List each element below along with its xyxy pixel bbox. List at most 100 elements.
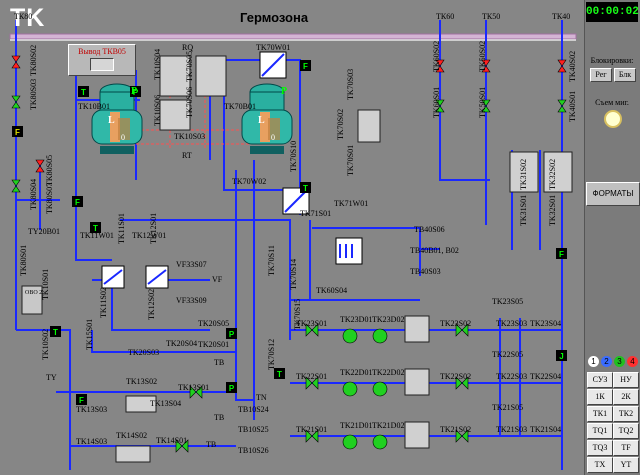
function-button[interactable]: НУ	[613, 372, 639, 388]
tab-2[interactable]: 2	[601, 356, 612, 367]
equipment-label: TK23D02	[372, 315, 405, 324]
equipment-label: VF33S09	[176, 296, 207, 305]
equipment-label: TK70W02	[232, 177, 267, 186]
equipment-label-vertical: TK12S01	[149, 212, 158, 244]
equipment-label: TK22D02	[372, 368, 405, 377]
tank-level-value: 0	[271, 133, 275, 142]
equipment-label-vertical: TK70S11	[267, 245, 276, 276]
formaty-button[interactable]: ФОРМАТЫ	[586, 182, 640, 206]
function-button[interactable]: YT	[613, 457, 639, 473]
svg-text:F: F	[15, 128, 20, 137]
equipment-label: TK22S04	[530, 372, 562, 381]
equipment-label: TN	[256, 393, 267, 402]
equipment-label-vertical: TK80S04	[29, 178, 38, 210]
equipment-label-vertical: TK40S02	[568, 50, 577, 82]
svg-text:F: F	[75, 198, 80, 207]
equipment-label: TB40B01, B02	[410, 246, 459, 255]
equipment-label-vertical: TK60S02	[432, 40, 441, 72]
svg-text:F: F	[303, 62, 308, 71]
equipment-label-vertical: TK80S02	[29, 44, 38, 76]
equipment-label: ТК60	[436, 12, 455, 21]
equipment-label-vertical: TK31S02	[519, 158, 528, 190]
equipment-label: TY	[46, 373, 57, 382]
svg-text:J: J	[559, 352, 563, 361]
equipment-label: RQ	[182, 43, 194, 52]
vyvod-switch[interactable]	[90, 58, 114, 71]
function-button[interactable]: TQ1	[587, 423, 613, 439]
function-button[interactable]: 2К	[613, 389, 639, 405]
function-button[interactable]: ТК1	[587, 406, 613, 422]
equipment-label: TB10S26	[238, 446, 269, 455]
equipment-label-vertical: TK10S04	[153, 48, 162, 80]
vyvod-tkb05-button[interactable]: Вывод ТКВ05	[68, 44, 136, 76]
equipment-label: ТК40	[552, 12, 571, 21]
equipment-label-vertical: TK70S14	[289, 258, 298, 290]
equipment-label-vertical: TK70S06	[185, 86, 194, 118]
equipment-label: TK13S04	[150, 399, 182, 408]
equipment-label-vertical: TK10S01	[41, 268, 50, 300]
equipment-label-vertical: TK70S10	[289, 140, 298, 172]
equipment-label-vertical: TK80S07	[45, 182, 54, 214]
equipment-label: TK20S04	[166, 339, 198, 348]
equipment-label: TK21D01	[340, 421, 373, 430]
equipment-label-vertical: TK40S01	[568, 90, 577, 122]
equipment-label: TK20S01	[198, 340, 230, 349]
tab-4[interactable]: 4	[627, 356, 638, 367]
clock-display: 00:00:02	[586, 2, 639, 22]
function-button[interactable]: TX	[587, 457, 613, 473]
equipment-label: TK22S01	[296, 372, 328, 381]
equipment-label: TK11W01	[80, 231, 114, 240]
equipment-label: TK12W01	[132, 231, 167, 240]
equipment-label: TK14S03	[76, 437, 108, 446]
equipment-label-vertical: TK70S02	[336, 108, 345, 140]
equipment-label-vertical: TK32S01	[548, 194, 557, 226]
function-button[interactable]: ТК2	[613, 406, 639, 422]
function-button[interactable]: TQ2	[613, 423, 639, 439]
function-button[interactable]: TF	[613, 440, 639, 456]
tab-3[interactable]: 3	[614, 356, 625, 367]
zone-title: Гермозона	[240, 10, 309, 25]
equipment-label: TB40S06	[414, 225, 445, 234]
tank-pressure-mark: P	[281, 86, 288, 97]
blk-button[interactable]: Блк	[614, 68, 636, 82]
equipment-label: TK20S03	[128, 348, 160, 357]
tab-1[interactable]: 1	[588, 356, 599, 367]
sem-mig-label: Съем миг.	[595, 98, 629, 107]
svg-text:T: T	[93, 224, 98, 233]
sem-mig-indicator[interactable]	[604, 110, 622, 128]
tank-pressure-mark: P	[131, 86, 138, 97]
tank-level-mark: L	[258, 115, 265, 126]
equipment-label: TK23S02	[440, 319, 472, 328]
equipment-label: TK23S01	[296, 319, 328, 328]
svg-text:P: P	[229, 330, 235, 339]
equipment-label-vertical: TK31S01	[519, 194, 528, 226]
function-button[interactable]: СУЗ	[587, 372, 613, 388]
function-button[interactable]: TQ3	[587, 440, 613, 456]
equipment-label: TK10B01	[78, 102, 110, 111]
equipment-label-vertical: TK12S02	[147, 288, 156, 320]
equipment-label: TK22D01	[340, 368, 373, 377]
equipment-label-vertical: TK70S05	[185, 50, 194, 82]
reg-button[interactable]: Рег	[590, 68, 612, 82]
equipment-label: TB	[214, 358, 225, 367]
equipment-label-vertical: TK32S02	[548, 158, 557, 190]
equipment-label: TB	[214, 413, 225, 422]
equipment-label: TK60S04	[316, 286, 348, 295]
equipment-label-vertical: TK80S05	[45, 154, 54, 186]
equipment-label: TK21S05	[492, 403, 524, 412]
equipment-label-vertical: TK50S01	[478, 86, 487, 118]
tank-tk10b01	[91, 83, 143, 154]
equipment-label: TB40S03	[410, 267, 441, 276]
equipment-label: TB	[206, 440, 217, 449]
svg-text:F: F	[79, 396, 84, 405]
equipment-label: VF	[212, 275, 223, 284]
function-button[interactable]: 1К	[587, 389, 613, 405]
equipment-label: RT	[182, 151, 192, 160]
equipment-label: TK22S03	[496, 372, 528, 381]
equipment-label: TK71S01	[300, 209, 332, 218]
tank-level-mark: L	[108, 115, 115, 126]
equipment-label-vertical: TK10S02	[41, 328, 50, 360]
ovo-box-label: ОВО 2	[25, 290, 43, 296]
equipment-label: TK22S05	[492, 350, 524, 359]
